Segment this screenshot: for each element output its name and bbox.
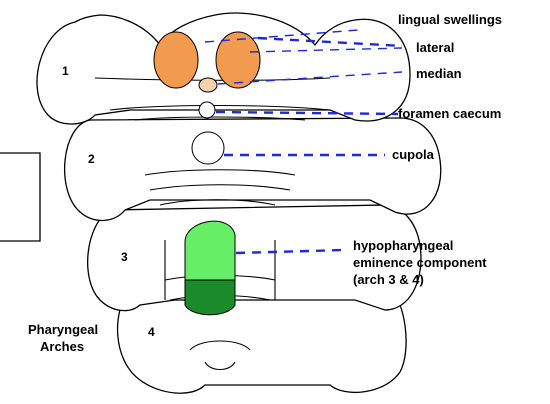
label-arches: Arches — [40, 339, 84, 354]
label-foramen-caecum: foramen caecum — [398, 106, 501, 121]
label-lingual-swellings: lingual swellings — [398, 12, 502, 27]
arch-number-1: 1 — [62, 64, 69, 78]
lateral-lingual-swelling-left — [154, 32, 198, 88]
arch-number-3: 3 — [121, 250, 128, 264]
label-hypopharyngeal-3: (arch 3 & 4) — [353, 272, 424, 287]
hypopharyngeal-eminence-upper — [185, 221, 235, 280]
label-lateral: lateral — [416, 40, 454, 55]
foramen-caecum — [199, 102, 215, 118]
label-hypopharyngeal-2: eminence component — [353, 255, 487, 270]
arch-number-4: 4 — [148, 325, 155, 339]
label-hypopharyngeal-1: hypopharyngeal — [353, 238, 453, 253]
side-frame — [0, 153, 40, 241]
arch-2-outline — [65, 118, 441, 220]
median-lingual-swelling — [199, 78, 217, 92]
label-median: median — [416, 66, 462, 81]
label-pharyngeal: Pharyngeal — [28, 322, 98, 337]
hypopharyngeal-eminence-lower — [185, 280, 235, 315]
label-cupola: cupola — [392, 147, 435, 162]
cupola — [192, 132, 224, 164]
arch-4-outline — [118, 290, 407, 393]
arch-number-2: 2 — [88, 152, 95, 166]
